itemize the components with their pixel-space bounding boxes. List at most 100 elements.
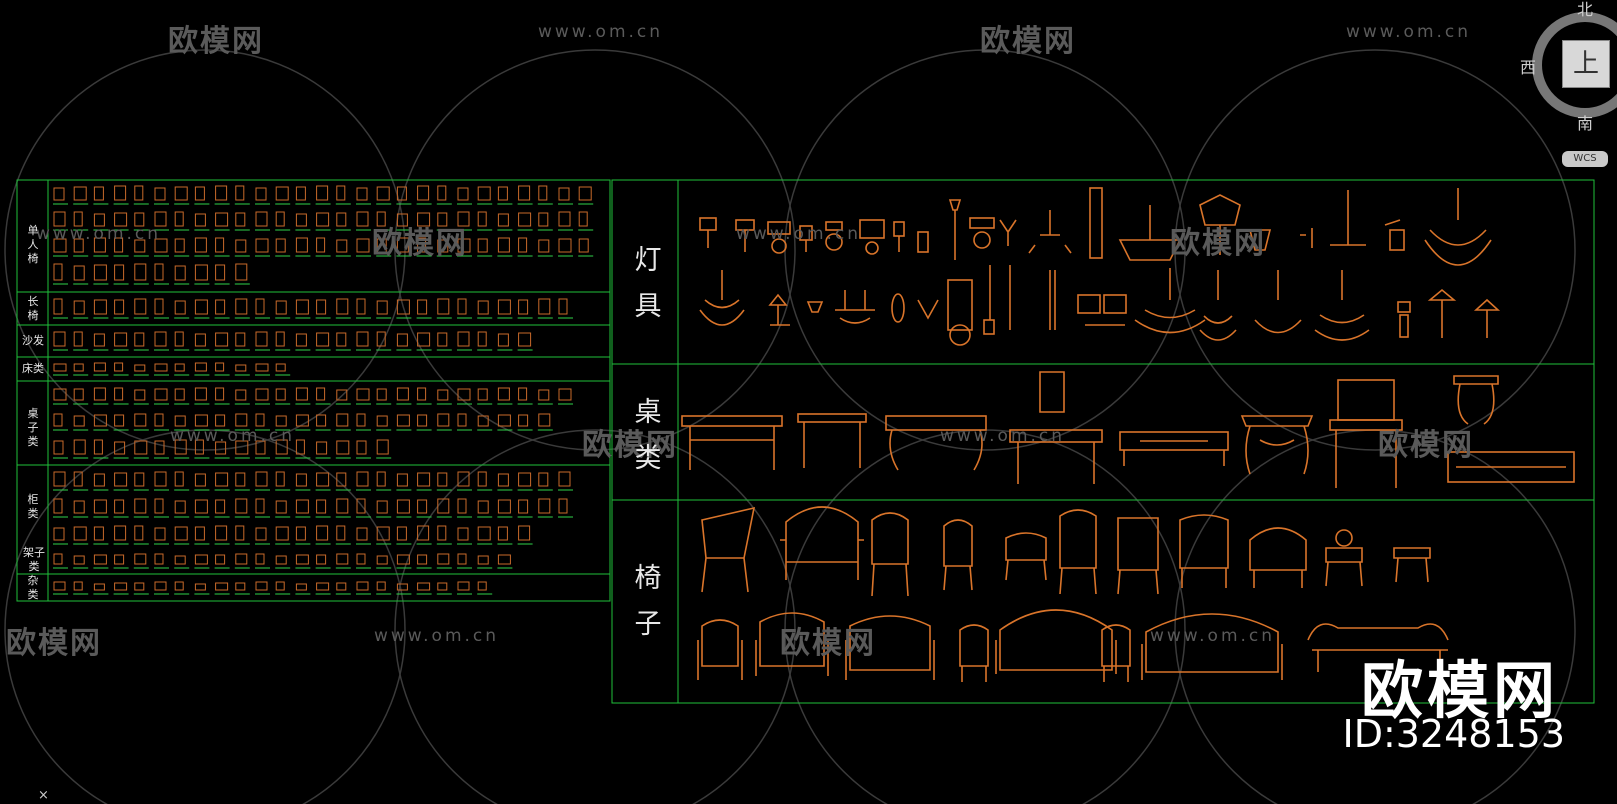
thumbnail-block[interactable]	[417, 299, 428, 315]
thumbnail-block[interactable]	[558, 471, 571, 487]
thumbnail-block[interactable]	[53, 527, 65, 541]
thumbnail-block[interactable]	[356, 187, 368, 201]
thumbnail-block[interactable]	[437, 239, 449, 253]
thumbnail-block[interactable]	[154, 581, 167, 591]
thumbnail-block[interactable]	[154, 553, 164, 565]
table-drawings[interactable]	[681, 371, 1575, 488]
thumbnail-block[interactable]	[437, 472, 448, 487]
thumbnail-block[interactable]	[215, 332, 229, 347]
thumbnail-block[interactable]	[457, 331, 470, 347]
thumbnail-block[interactable]	[154, 331, 167, 347]
thumbnail-block[interactable]	[497, 186, 508, 201]
thumbnail-block[interactable]	[134, 553, 147, 565]
thumbnail-block[interactable]	[295, 499, 309, 514]
thumbnail-block[interactable]	[154, 440, 165, 455]
thumbnail-block[interactable]	[93, 526, 104, 541]
thumbnail-block[interactable]	[316, 299, 327, 315]
thumbnail-block[interactable]	[376, 388, 387, 401]
thumbnail-block[interactable]	[437, 185, 447, 201]
thumbnail-block[interactable]	[316, 441, 328, 455]
thumbnail-block[interactable]	[134, 298, 147, 315]
thumbnail-block[interactable]	[194, 362, 207, 372]
thumbnail-block[interactable]	[235, 332, 246, 347]
thumbnail-block[interactable]	[174, 186, 188, 201]
thumbnail-block[interactable]	[417, 387, 427, 401]
thumbnail-block[interactable]	[255, 471, 268, 487]
thumbnail-block[interactable]	[73, 439, 86, 455]
thumbnail-block[interactable]	[194, 264, 208, 281]
thumbnail-block[interactable]	[174, 238, 185, 253]
thumbnail-block[interactable]	[154, 471, 167, 487]
thumbnail-block[interactable]	[417, 414, 428, 427]
thumbnail-block[interactable]	[417, 212, 431, 227]
thumbnail-block[interactable]	[457, 413, 467, 427]
thumbnail-block[interactable]	[215, 472, 229, 487]
thumbnail-block[interactable]	[316, 472, 330, 487]
thumbnail-block[interactable]	[316, 212, 330, 227]
thumbnail-block[interactable]	[497, 473, 509, 487]
thumbnail-block[interactable]	[114, 525, 127, 541]
thumbnail-block[interactable]	[457, 238, 471, 253]
thumbnail-block[interactable]	[53, 238, 67, 253]
thumbnail-block[interactable]	[215, 387, 225, 401]
thumbnail-block[interactable]	[497, 387, 510, 401]
thumbnail-block[interactable]	[316, 499, 327, 514]
thumbnail-block[interactable]	[316, 414, 327, 427]
thumbnail-block[interactable]	[295, 186, 306, 201]
thumbnail-block[interactable]	[477, 331, 487, 347]
thumbnail-block[interactable]	[396, 526, 407, 541]
thumbnail-block[interactable]	[93, 362, 106, 372]
thumbnail-block[interactable]	[538, 185, 548, 201]
thumbnail-block[interactable]	[154, 363, 168, 372]
thumbnail-block[interactable]	[275, 555, 287, 565]
thumbnail-block[interactable]	[255, 238, 269, 253]
thumbnail-block[interactable]	[477, 471, 487, 487]
thumbnail-block[interactable]	[295, 237, 308, 253]
thumbnail-block[interactable]	[457, 553, 467, 565]
thumbnail-block[interactable]	[295, 473, 307, 487]
thumbnail-block[interactable]	[295, 526, 306, 541]
thumbnail-block[interactable]	[376, 300, 388, 315]
thumbnail-block[interactable]	[538, 498, 551, 514]
thumbnail-block[interactable]	[336, 298, 349, 315]
thumbnail-block[interactable]	[194, 554, 208, 565]
thumbnail-block[interactable]	[437, 525, 447, 541]
thumbnail-block[interactable]	[336, 389, 348, 401]
thumbnail-block[interactable]	[93, 439, 103, 455]
thumbnail-block[interactable]	[376, 526, 390, 541]
thumbnail-block[interactable]	[114, 554, 125, 565]
thumbnail-block[interactable]	[477, 186, 491, 201]
compass-west-label[interactable]: 西	[1520, 58, 1537, 77]
thumbnail-block[interactable]	[114, 237, 124, 253]
thumbnail-block[interactable]	[497, 526, 508, 541]
thumbnail-block[interactable]	[356, 471, 369, 487]
thumbnail-block[interactable]	[134, 185, 144, 201]
thumbnail-block[interactable]	[235, 498, 248, 514]
thumbnail-block[interactable]	[396, 237, 409, 253]
thumbnail-block[interactable]	[215, 237, 225, 253]
thumbnail-block[interactable]	[457, 298, 467, 315]
thumbnail-block[interactable]	[376, 238, 387, 253]
thumbnail-block[interactable]	[53, 581, 66, 591]
thumbnail-block[interactable]	[356, 581, 369, 591]
thumbnail-block[interactable]	[255, 363, 269, 372]
thumbnail-block[interactable]	[114, 299, 125, 315]
thumbnail-block[interactable]	[154, 238, 168, 253]
thumbnail-block[interactable]	[457, 471, 470, 487]
thumbnail-block[interactable]	[235, 364, 247, 372]
thumbnail-block[interactable]	[376, 186, 390, 201]
thumbnail-block[interactable]	[457, 187, 469, 201]
thumbnail-block[interactable]	[275, 300, 287, 315]
thumbnail-block[interactable]	[255, 211, 268, 227]
thumbnail-block[interactable]	[295, 299, 309, 315]
viewcube-top-face[interactable]: 上	[1562, 40, 1610, 88]
thumbnail-block[interactable]	[215, 362, 225, 372]
thumbnail-block[interactable]	[275, 186, 289, 201]
thumbnail-block[interactable]	[73, 526, 87, 541]
thumbnail-block[interactable]	[376, 211, 386, 227]
thumbnail-block[interactable]	[518, 525, 531, 541]
thumbnail-block[interactable]	[518, 185, 531, 201]
thumbnail-block[interactable]	[235, 185, 245, 201]
thumbnail-block[interactable]	[275, 388, 286, 401]
thumbnail-block[interactable]	[73, 238, 84, 253]
